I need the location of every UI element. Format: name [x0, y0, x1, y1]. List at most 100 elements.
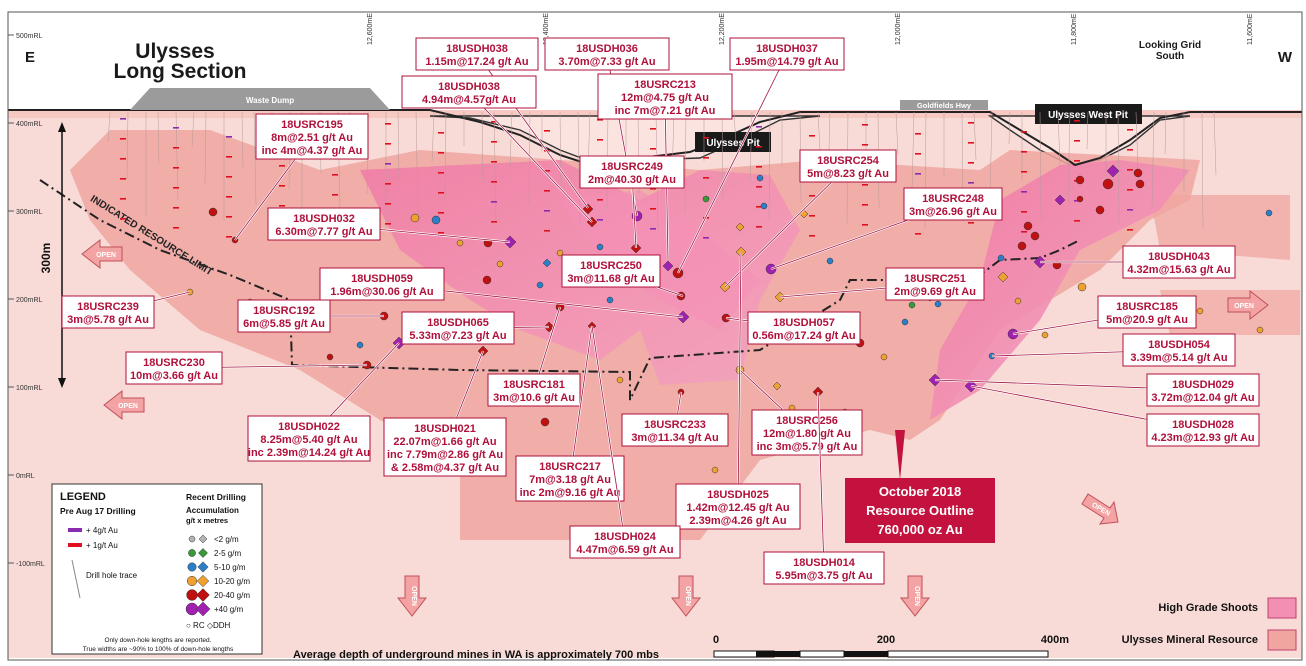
intercept-tick: [968, 182, 974, 184]
intercept-tick: [226, 156, 232, 158]
rc-intercept: [702, 195, 710, 203]
drill-trace: [397, 111, 400, 179]
bottom-caption: Average depth of underground mines in WA…: [293, 649, 659, 661]
looking-line2: South: [1156, 51, 1184, 62]
callout-intercept: 8.25m@5.40 g/t Au: [260, 434, 357, 446]
legend-accum-label: <2 g/m: [214, 535, 239, 544]
callout-intercept: 4.32m@15.63 g/t Au: [1127, 264, 1230, 276]
open-arrow: OPEN: [670, 575, 702, 617]
grid-label: 11,600mE: [1247, 13, 1254, 45]
rc-intercept: [901, 318, 909, 326]
intercept-tick: [597, 219, 603, 221]
rc-intercept: [540, 417, 550, 427]
callout-intercept: 3.72m@12.04 g/t Au: [1151, 392, 1254, 404]
ddh-intercept: [997, 271, 1009, 283]
callout-intercept: inc 7.79m@2.86 g/t Au: [387, 449, 503, 461]
callout-hole-id: 18USDH024: [594, 531, 657, 543]
drill-trace: [157, 111, 160, 164]
drill-trace: [175, 111, 179, 201]
callout-hole-id: 18USRC251: [904, 273, 966, 285]
resource-box-line1: October 2018: [879, 484, 961, 499]
ddh-intercept: [735, 222, 745, 232]
intercept-tick: [915, 153, 921, 155]
callout-intercept: 6.30m@7.77 g/t Au: [275, 226, 372, 238]
intercept-tick: [438, 232, 444, 234]
intercept-tick: [597, 119, 603, 121]
intercept-tick: [756, 226, 762, 228]
drill-trace: [895, 111, 899, 156]
intercept-tick: [862, 224, 868, 226]
waste-dump-label: Waste Dump: [246, 96, 294, 105]
intercept-tick: [385, 123, 391, 125]
intercept-tick: [491, 161, 497, 163]
callout-intercept: 2m@40.30 g/t Au: [588, 174, 676, 186]
intercept-tick: [1127, 169, 1133, 171]
rc-intercept: [356, 341, 364, 349]
intercept-tick: [1127, 229, 1133, 231]
callout-hole-id: 18USDH021: [414, 423, 476, 435]
scale-300m: 300m: [39, 243, 53, 274]
intercept-tick: [1127, 209, 1133, 211]
callout-intercept: 2.39m@4.26 g/t Au: [689, 515, 786, 527]
legend-note2: True widths are ~90% to 100% of down-hol…: [83, 646, 234, 653]
intercept-tick: [1021, 191, 1027, 193]
key-high-grade-swatch: [1267, 597, 1297, 619]
looking-line1: Looking Grid: [1139, 40, 1201, 51]
drill-trace: [431, 111, 435, 163]
callout-hole-id: 18USDH065: [427, 317, 489, 329]
intercept-tick: [968, 122, 974, 124]
open-arrow: OPEN: [103, 389, 145, 421]
intercept-tick: [279, 205, 285, 207]
drill-trace: [1135, 111, 1139, 171]
ulysses-west-pit-label: Ulysses West Pit: [1048, 110, 1129, 121]
drill-trace: [481, 111, 484, 184]
intercept-tick: [597, 199, 603, 201]
callout-intercept: 3m@26.96 g/t Au: [909, 206, 997, 218]
rl-label: 200mRL: [16, 297, 43, 304]
callout-hole-id: 18USRC185: [1116, 301, 1178, 313]
rc-intercept: [496, 260, 504, 268]
callout-hole-id: 18USRC217: [539, 461, 601, 473]
legend-circle: [188, 535, 196, 543]
ulysses-pit-label: Ulysses Pit: [706, 138, 760, 149]
callout-intercept: 1.42m@12.45 g/t Au: [686, 502, 789, 514]
compass-east: E: [25, 49, 35, 66]
intercept-tick: [968, 222, 974, 224]
intercept-tick: [862, 204, 868, 206]
drill-trace: [253, 111, 257, 206]
intercept-tick: [1127, 129, 1133, 131]
intercept-tick: [1021, 231, 1027, 233]
drill-trace: [1008, 111, 1011, 145]
open-arrow: OPEN: [899, 575, 931, 617]
intercept-tick: [862, 124, 868, 126]
drill-trace: [577, 111, 581, 226]
intercept-tick: [1021, 151, 1027, 153]
rc-intercept: [1017, 241, 1027, 251]
drill-trace: [817, 111, 821, 151]
intercept-tick: [1021, 131, 1027, 133]
rc-intercept: [711, 466, 719, 474]
intercept-tick: [491, 141, 497, 143]
open-arrow: OPEN: [81, 238, 123, 270]
rc-intercept: [456, 239, 464, 247]
legend-accum-label: 20-40 g/m: [214, 591, 250, 600]
callout-intercept: 5.33m@7.23 g/t Au: [409, 330, 506, 342]
callout-hole-id: 18USRC250: [580, 260, 642, 272]
intercept-tick: [226, 176, 232, 178]
grid-label: 12,400mE: [543, 13, 550, 45]
callout-intercept: 22.07m@1.66 g/t Au: [393, 436, 496, 448]
callout-hole-id: 18USRC239: [77, 301, 139, 313]
intercept-tick: [120, 198, 126, 200]
